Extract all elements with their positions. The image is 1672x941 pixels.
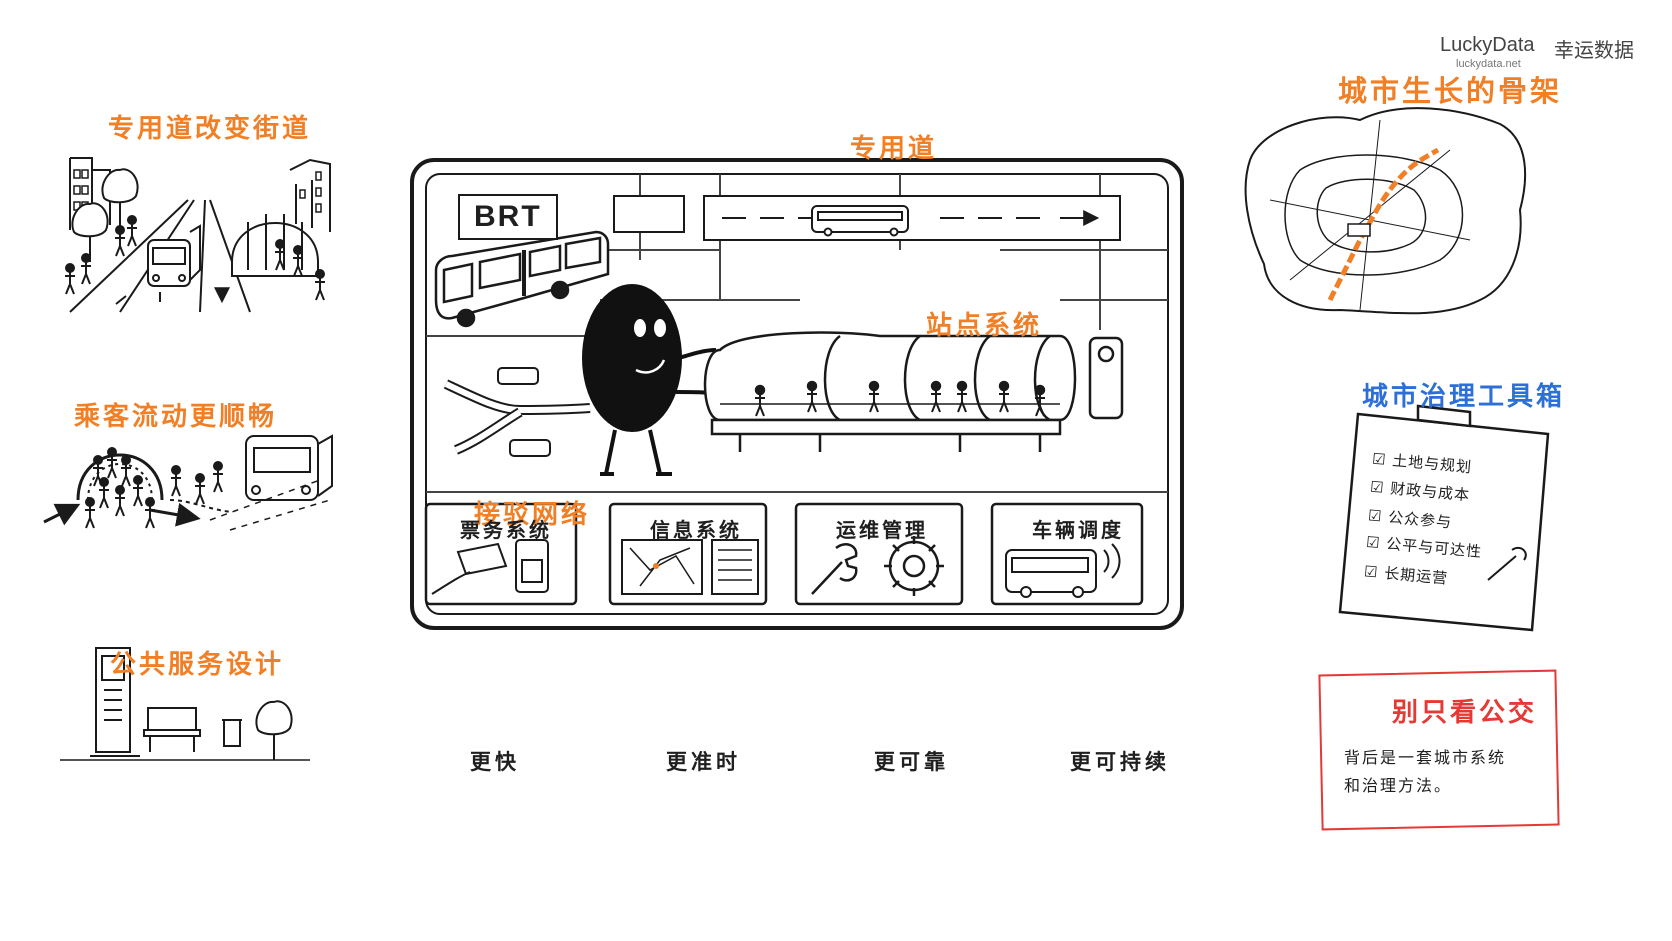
articulated-bus-illustration (434, 230, 610, 328)
brand-name: LuckyData (1440, 34, 1535, 56)
city-backbone-map (1244, 107, 1527, 315)
benefit-label-faster: 更快 (470, 750, 520, 774)
maintenance-module-frame (794, 502, 964, 606)
ticketing-card-icon (431, 539, 549, 595)
label-public-service: 公共服务设计 (110, 650, 285, 680)
passenger-flow-illustration (43, 434, 333, 531)
dedicated-lane-illustration (613, 195, 1121, 241)
bus-signal-icon (1005, 543, 1121, 598)
module-label-ticketing: 票务系统 (460, 518, 552, 542)
label-dedicated-lane-streets: 专用道改变街道 (108, 114, 312, 144)
label-governance-toolbox: 城市治理工具箱 (1362, 382, 1566, 412)
toolbox-clipboard (1338, 404, 1550, 632)
label-station-system: 站点系统 (926, 311, 1043, 341)
module-label-maintenance: 运维管理 (836, 518, 928, 542)
warning-title: 别只看公交 (1392, 698, 1538, 728)
label-passenger-flow: 乘客流动更顺畅 (74, 402, 278, 432)
public-service-illustration (60, 647, 310, 761)
warning-line-2: 和治理方法。 (1344, 776, 1453, 795)
module-label-information: 信息系统 (650, 518, 742, 542)
label-city-backbone: 城市生长的骨架 (1338, 74, 1563, 108)
mascot-character (582, 284, 717, 476)
label-dedicated-lane: 专用道 (850, 134, 938, 164)
benefit-label-punctual: 更准时 (666, 750, 741, 774)
benefit-label-reliable: 更可靠 (874, 750, 949, 774)
wrench-gear-icon (811, 536, 944, 596)
label-feeder-network: 接驳网络 (474, 500, 591, 530)
brand-name-cn: 幸运数据 (1554, 38, 1634, 62)
feeder-network-illustration (443, 367, 591, 457)
module-label-dispatch: 车辆调度 (1032, 518, 1124, 542)
brand-url: luckydata.net (1456, 58, 1521, 70)
info-map-icon (621, 539, 759, 595)
warning-line-1: 背后是一套城市系统 (1344, 748, 1507, 767)
benefit-label-sustainable: 更可持续 (1070, 750, 1170, 774)
brt-logo: BRT (458, 194, 558, 240)
street-illustration (64, 157, 331, 312)
station-system-illustration (703, 331, 1124, 452)
